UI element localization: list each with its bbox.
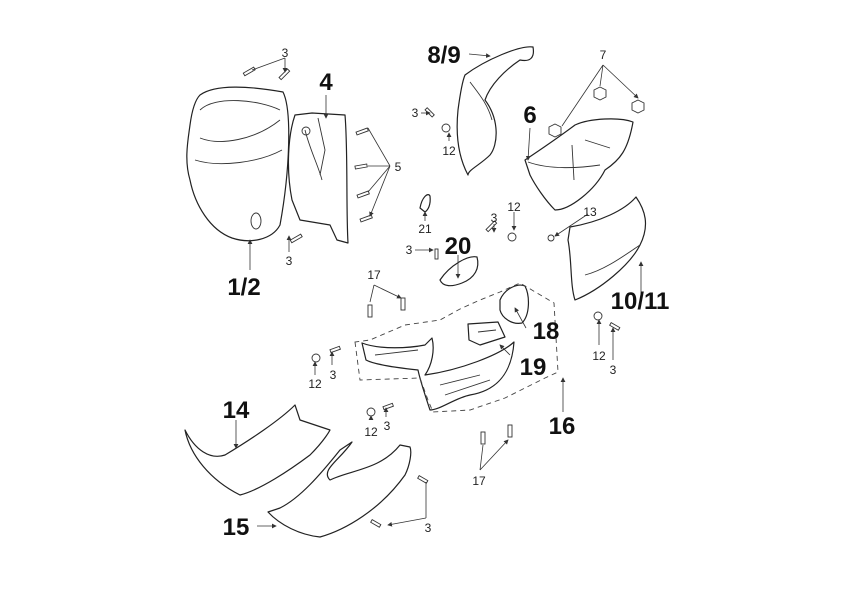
inner-panel-part [287, 112, 349, 244]
label-5: 5 [395, 160, 402, 174]
lower-right-cover-part [267, 441, 412, 538]
label-14: 14 [223, 397, 250, 424]
tray-part [467, 321, 506, 346]
assembly-boundary [354, 282, 559, 413]
part-labels: 1/2 4 8/9 6 20 10/11 18 19 16 14 15 [223, 42, 670, 541]
cover-plate-part [439, 256, 479, 287]
label-21: 21 [418, 222, 432, 236]
lower-left-cover-part [184, 404, 331, 496]
gasket-part [419, 194, 431, 213]
label-3: 3 [491, 211, 498, 225]
front-shield-part [186, 86, 290, 242]
label-15: 15 [223, 514, 250, 541]
label-12: 12 [507, 200, 521, 214]
label-3: 3 [330, 368, 337, 382]
label-19: 19 [520, 354, 547, 381]
storage-tub-part [524, 118, 634, 211]
label-6: 6 [523, 102, 536, 129]
label-3: 3 [406, 243, 413, 257]
label-12: 12 [364, 425, 378, 439]
label-3: 3 [384, 419, 391, 433]
label-7: 7 [600, 48, 607, 62]
label-13: 13 [583, 205, 597, 219]
label-8-9: 8/9 [427, 42, 460, 69]
side-panel-part [567, 196, 647, 301]
upper-cover-part [456, 46, 535, 176]
label-3: 3 [425, 521, 432, 535]
label-17: 17 [472, 474, 486, 488]
floorboard-part [361, 337, 515, 411]
label-12: 12 [442, 144, 456, 158]
label-3: 3 [282, 46, 289, 60]
leader-lines [233, 53, 644, 526]
fastener-labels: 3 5 3 3 12 7 21 3 12 13 3 17 12 3 12 3 1… [282, 46, 617, 535]
label-18: 18 [533, 318, 560, 345]
label-4: 4 [319, 69, 333, 96]
label-16: 16 [549, 413, 576, 440]
label-1-2: 1/2 [227, 274, 260, 301]
label-20: 20 [445, 233, 472, 260]
label-17: 17 [367, 268, 381, 282]
label-3: 3 [286, 254, 293, 268]
label-12: 12 [308, 377, 322, 391]
label-3: 3 [412, 106, 419, 120]
label-12: 12 [592, 349, 606, 363]
label-3: 3 [610, 363, 617, 377]
bracket-part [499, 284, 529, 324]
label-10-11: 10/11 [611, 288, 670, 315]
